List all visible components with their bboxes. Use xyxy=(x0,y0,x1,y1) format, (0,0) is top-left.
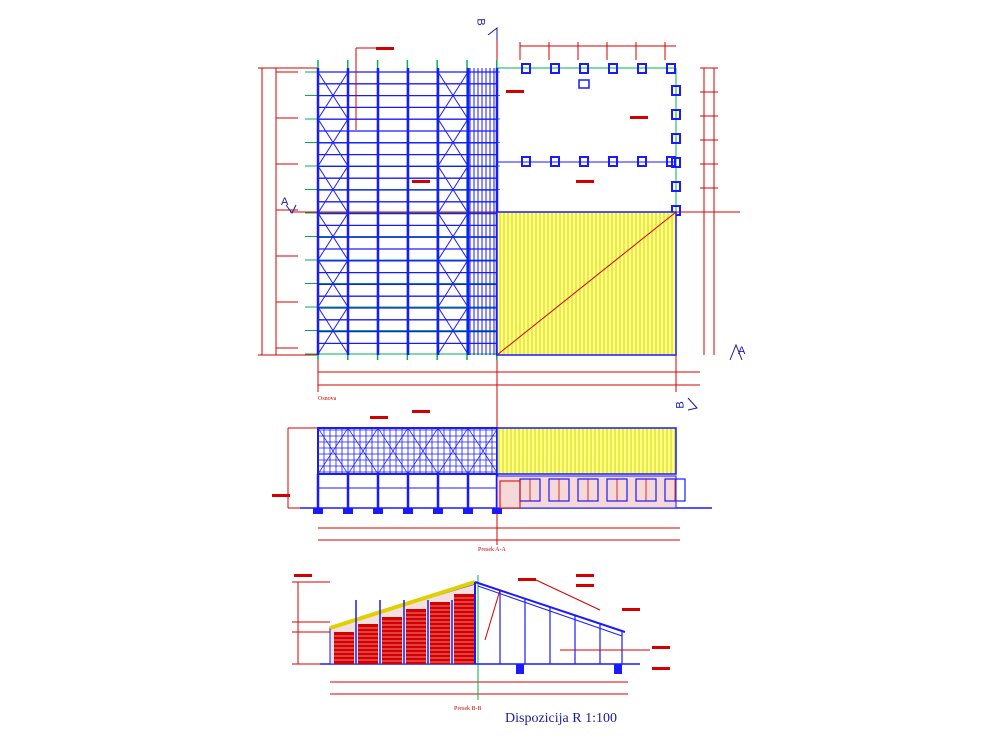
column-box xyxy=(666,63,676,74)
section-a-view xyxy=(272,410,712,545)
section-arrow-a xyxy=(729,343,743,361)
section-mark-b-top: B xyxy=(474,18,487,26)
section-mark-b-bottom: B xyxy=(674,401,687,409)
footing xyxy=(343,508,353,514)
column-box xyxy=(671,181,681,192)
bracing xyxy=(437,118,469,167)
footing xyxy=(433,508,443,514)
section-arrow-b xyxy=(487,26,498,40)
plan-view xyxy=(258,26,743,411)
bracing xyxy=(317,259,349,308)
brick-panel xyxy=(406,609,426,664)
plan-caption: Osnova xyxy=(318,396,337,402)
section-mark-a-right: A xyxy=(738,345,746,357)
leader-tag xyxy=(518,578,536,581)
column-box xyxy=(671,85,681,96)
brick-panel xyxy=(430,602,450,664)
leader-tag xyxy=(294,574,312,577)
door xyxy=(499,480,521,509)
column-box xyxy=(579,63,589,74)
footing xyxy=(492,508,502,514)
bracing xyxy=(347,427,379,475)
leader-tag xyxy=(370,416,388,419)
drawing-title: Dispozicija R 1:100 xyxy=(505,711,617,726)
column-box xyxy=(671,133,681,144)
column-box xyxy=(578,79,590,89)
column-box xyxy=(608,63,618,74)
column-box xyxy=(521,63,531,74)
leader xyxy=(484,589,501,641)
leader-tag xyxy=(412,410,430,413)
bracing xyxy=(317,306,349,355)
bracing xyxy=(437,212,469,261)
wall xyxy=(496,475,677,509)
leader-tag xyxy=(272,494,290,497)
footing xyxy=(313,508,323,514)
section-b-view xyxy=(292,574,670,700)
column-box xyxy=(550,63,560,74)
leader xyxy=(535,579,601,611)
bracing xyxy=(467,427,499,475)
leader-tag xyxy=(576,584,594,587)
footing xyxy=(614,664,622,674)
leader-tag xyxy=(652,646,670,649)
leader-tag xyxy=(652,667,670,670)
footing xyxy=(403,508,413,514)
section-b-caption: Presek B-B xyxy=(454,706,482,712)
bracing xyxy=(377,427,409,475)
bracing xyxy=(317,212,349,261)
leader-tag xyxy=(412,180,430,183)
bracing xyxy=(437,259,469,308)
roof-outline xyxy=(496,211,677,356)
leader-tag xyxy=(576,574,594,577)
footing xyxy=(516,664,524,674)
bracing xyxy=(317,71,349,120)
bracing xyxy=(317,427,349,475)
bracing xyxy=(437,306,469,355)
bracing xyxy=(407,427,439,475)
roof-edge xyxy=(329,580,476,630)
roof-diagonal xyxy=(496,211,677,356)
bracing xyxy=(317,118,349,167)
roof-elevation xyxy=(497,428,676,474)
section-mark-a-left: A xyxy=(281,196,289,208)
roof-outline xyxy=(496,427,677,475)
footing xyxy=(373,508,383,514)
section-arrow-a xyxy=(285,204,297,214)
bracing xyxy=(317,165,349,214)
leader-tag xyxy=(506,90,524,93)
section-arrow-b xyxy=(687,397,698,411)
bracing xyxy=(437,71,469,120)
section-a-caption: Presek A-A xyxy=(478,547,506,553)
leader-tag xyxy=(630,116,648,119)
brick-panel xyxy=(454,594,474,664)
footing xyxy=(463,508,473,514)
column-box xyxy=(637,63,647,74)
bracing xyxy=(437,165,469,214)
bracing xyxy=(437,427,469,475)
leader-tag xyxy=(622,608,640,611)
facade-frame xyxy=(317,427,498,475)
column-box xyxy=(671,109,681,120)
leader-tag xyxy=(576,180,594,183)
